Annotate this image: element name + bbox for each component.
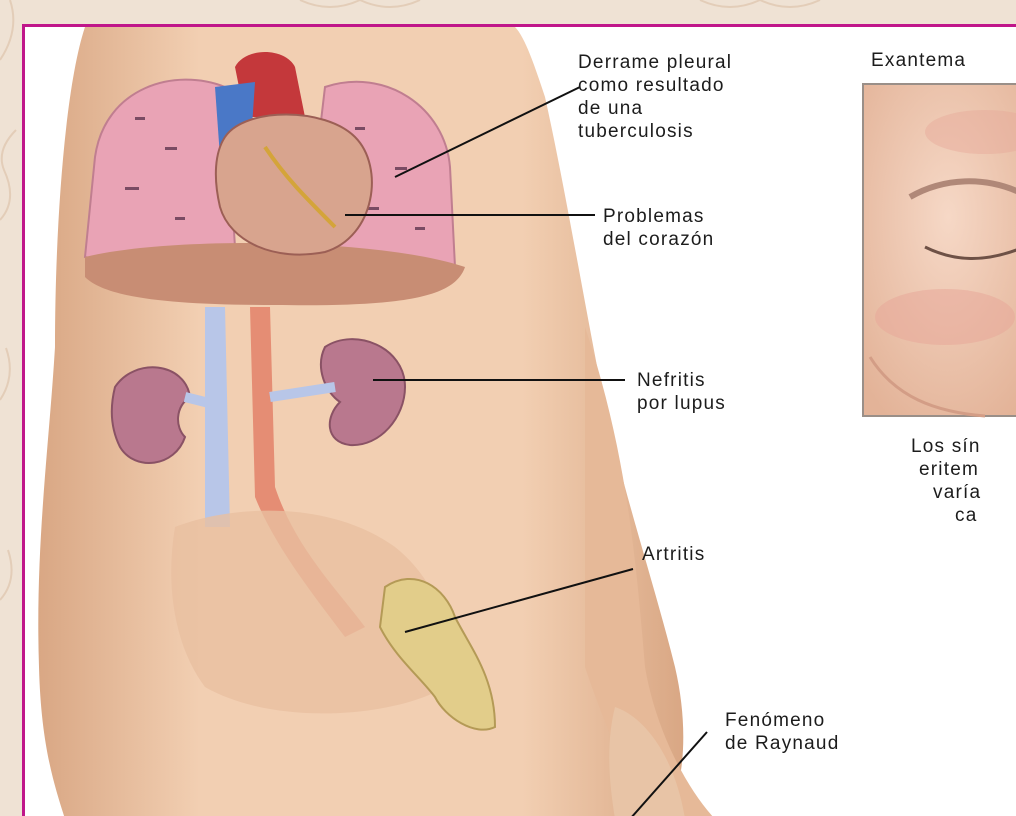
rash-inset-photo (863, 84, 1016, 416)
inset-title: Exantema (871, 49, 966, 72)
caption-line: Los sín (911, 435, 1016, 458)
caption-line: varía (911, 481, 1016, 504)
label-raynaud: Fenómeno de Raynaud (725, 709, 839, 755)
label-line: del corazón (603, 228, 714, 251)
caption-line: eritem (911, 458, 1016, 481)
label-line: de una (578, 97, 732, 120)
diagram-frame: Derrame pleural como resultado de una tu… (22, 24, 1016, 816)
label-lupus-nephritis: Nefritis por lupus (637, 369, 726, 415)
label-line: tuberculosis (578, 120, 732, 143)
anatomy-illustration (25, 27, 1016, 816)
caption-line: ca (911, 504, 1016, 527)
label-line: Problemas (603, 205, 714, 228)
label-heart-problems: Problemas del corazón (603, 205, 714, 251)
label-line: Artritis (642, 543, 705, 566)
inset-title-text: Exantema (871, 49, 966, 72)
label-pleural-effusion: Derrame pleural como resultado de una tu… (578, 51, 732, 143)
label-line: Fenómeno (725, 709, 839, 732)
inset-caption: Los sín eritem varía ca (911, 435, 1016, 527)
label-line: por lupus (637, 392, 726, 415)
label-line: como resultado (578, 74, 732, 97)
label-line: Nefritis (637, 369, 726, 392)
label-line: de Raynaud (725, 732, 839, 755)
label-arthritis: Artritis (642, 543, 705, 566)
label-line: Derrame pleural (578, 51, 732, 74)
left-kidney (112, 367, 190, 463)
